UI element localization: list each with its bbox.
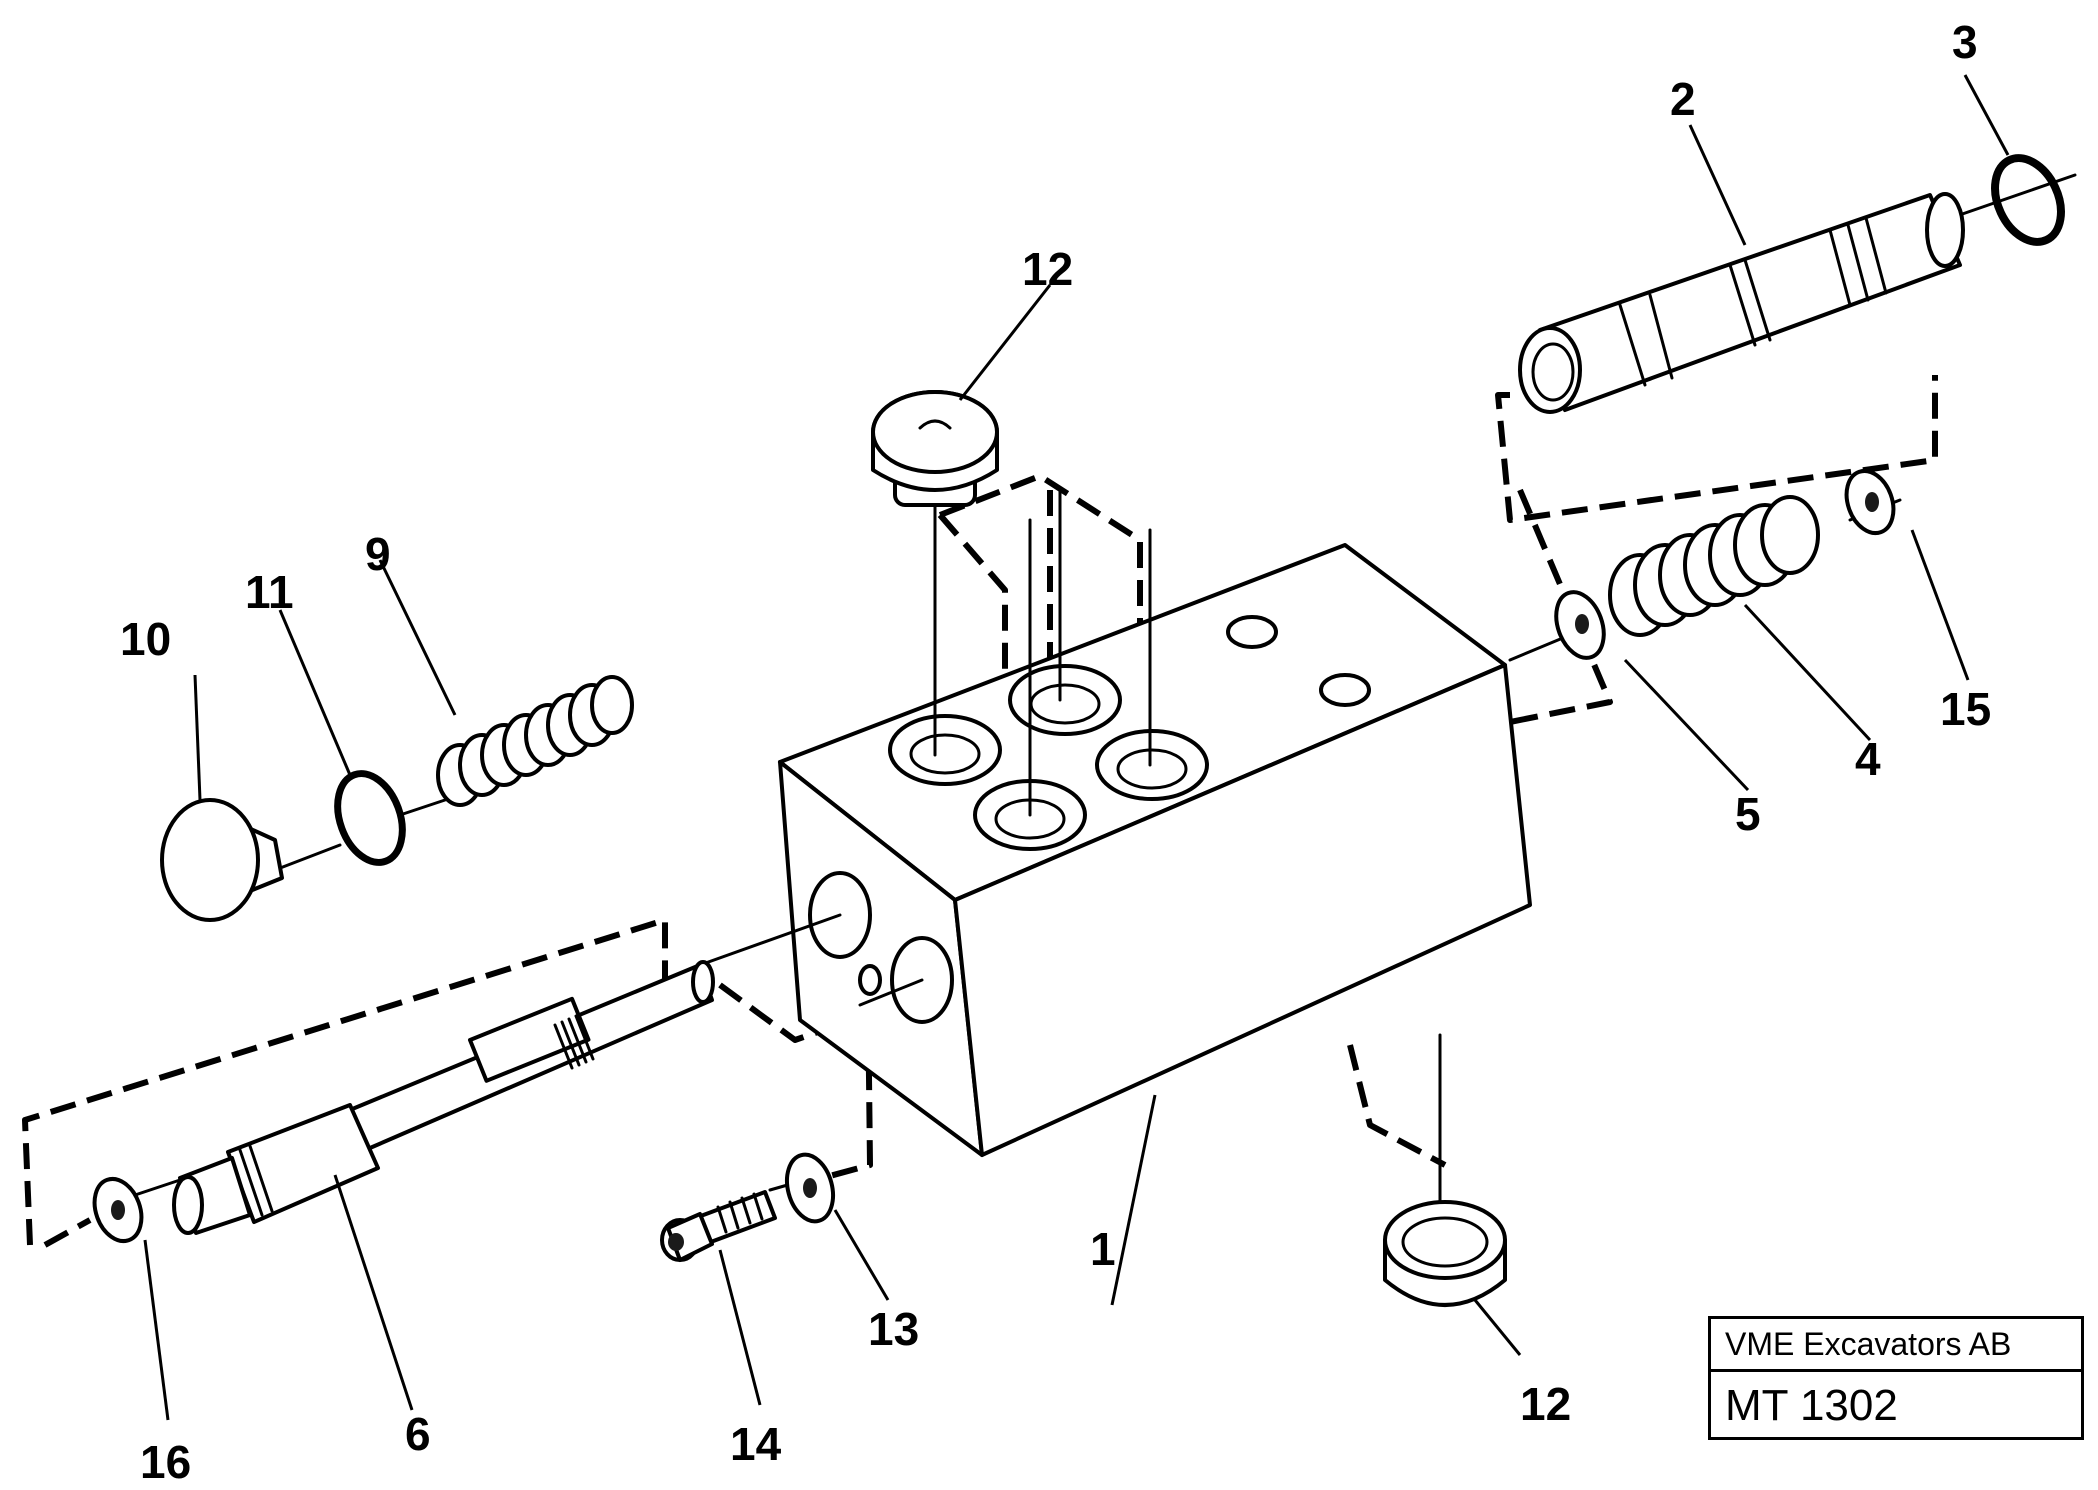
callout-16: 16 [140, 1436, 191, 1488]
title-block: VME Excavators AB MT 1302 [1708, 1316, 2084, 1440]
callout-12-bottom: 12 [1520, 1378, 1571, 1430]
callout-12-top: 12 [1022, 243, 1073, 295]
sleeve-part-2 [1518, 192, 1965, 414]
callout-9: 9 [365, 528, 391, 580]
callout-labels: 1 2 3 4 5 6 9 10 11 12 12 13 14 15 16 [120, 16, 1991, 1488]
spring-part-9 [436, 675, 634, 807]
washer-part-15 [1844, 469, 1896, 535]
axis-lines [103, 173, 2077, 1212]
callout-11: 11 [245, 566, 294, 618]
drawing-number: MT 1302 [1725, 1381, 1898, 1430]
callout-14: 14 [730, 1418, 782, 1470]
plug-part-12-bottom [1383, 1200, 1507, 1307]
callout-5: 5 [1735, 788, 1761, 840]
valve-block-side-face [953, 663, 1532, 1157]
washer-part-13 [784, 1152, 836, 1224]
spool-part-6 [172, 960, 715, 1235]
callout-13: 13 [868, 1303, 919, 1355]
spring-part-4 [1608, 495, 1820, 637]
plug-part-12-top [871, 390, 999, 507]
front-pin-hole [858, 964, 882, 996]
screw-part-14 [660, 1190, 777, 1262]
leader-lines [143, 74, 2010, 1421]
callout-6: 6 [405, 1408, 431, 1460]
company-name: VME Excavators AB [1711, 1319, 2081, 1372]
washer-part-5 [1554, 590, 1606, 660]
callout-1: 1 [1090, 1223, 1116, 1275]
cap-part-10 [160, 798, 284, 922]
callout-2: 2 [1670, 73, 1696, 125]
valve-block [778, 543, 1532, 1157]
callout-4: 4 [1855, 733, 1881, 785]
callout-3: 3 [1952, 16, 1978, 68]
top-hole-1 [1226, 615, 1278, 649]
callout-10: 10 [120, 613, 171, 665]
o-ring-part-11 [334, 770, 406, 866]
top-hole-2 [1319, 673, 1371, 707]
callout-15: 15 [1940, 683, 1991, 735]
washer-part-16 [92, 1177, 144, 1243]
o-ring-part-3 [1991, 154, 2065, 246]
